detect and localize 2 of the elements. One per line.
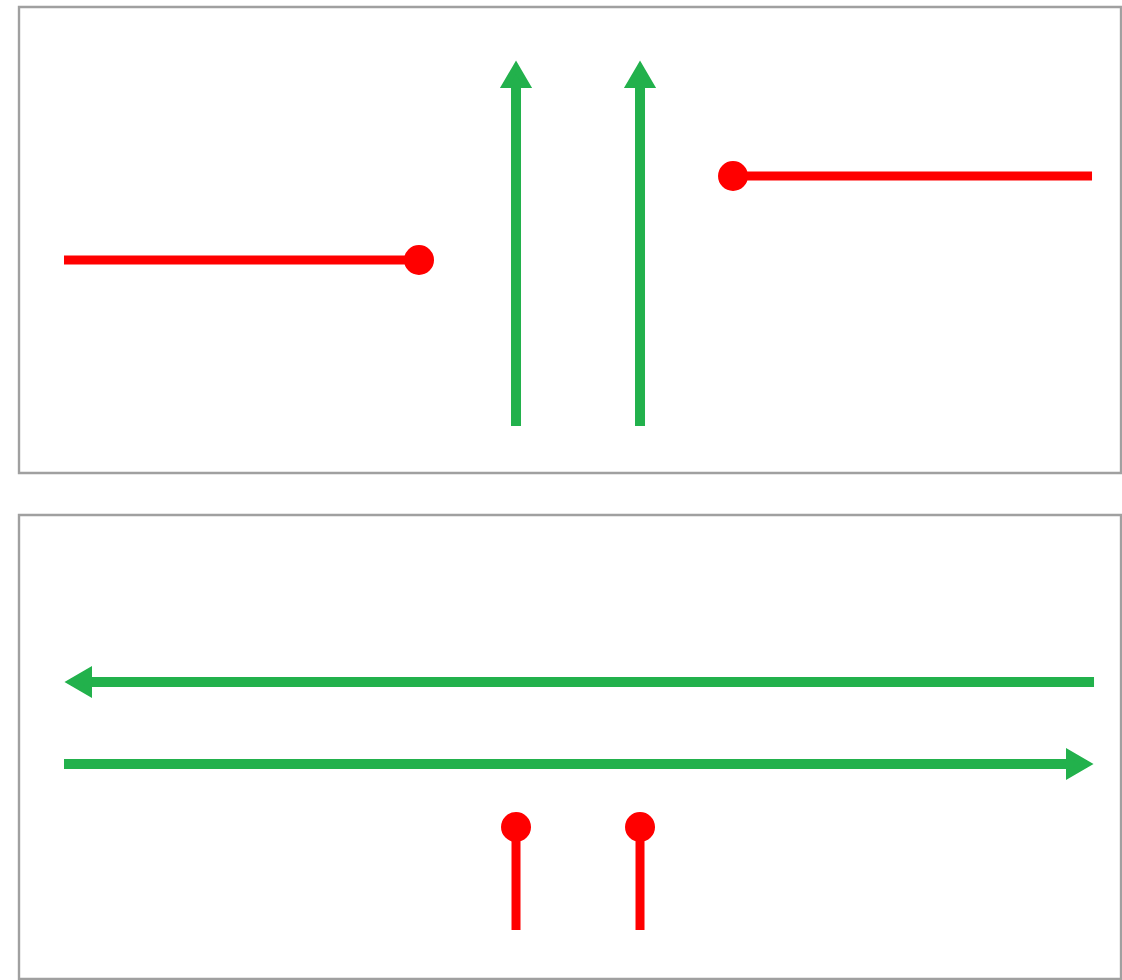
panel-box xyxy=(17,513,1122,980)
panel-box xyxy=(17,5,1122,475)
